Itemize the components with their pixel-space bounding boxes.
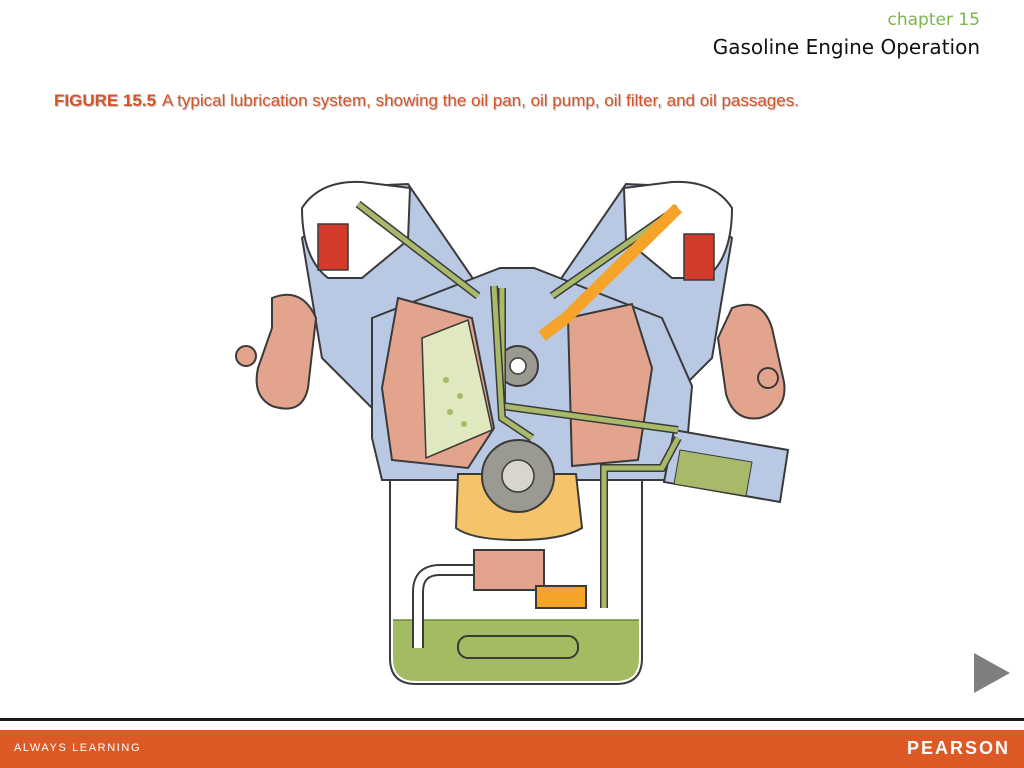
oil-filter bbox=[662, 428, 790, 504]
triangle-right-icon bbox=[974, 653, 1010, 693]
exhaust-manifolds bbox=[235, 293, 786, 420]
lubrication-system-figure bbox=[232, 168, 802, 690]
footer-bar: ALWAYS LEARNING PEARSON bbox=[0, 730, 1024, 768]
chapter-title: Gasoline Engine Operation bbox=[712, 35, 980, 59]
footer-tagline: ALWAYS LEARNING bbox=[14, 742, 142, 754]
engine-cutaway-illustration bbox=[235, 180, 790, 685]
oil-drops bbox=[443, 377, 467, 427]
brand-logo: PEARSON bbox=[906, 738, 1010, 758]
footer-divider bbox=[0, 718, 1024, 721]
next-slide-button[interactable] bbox=[972, 652, 1012, 694]
figure-caption-text: A typical lubrication system, showing th… bbox=[162, 91, 799, 110]
oil-pickup bbox=[412, 549, 587, 659]
figure-label: FIGURE 15.5 bbox=[54, 91, 157, 110]
figure-caption: FIGURE 15.5 A typical lubrication system,… bbox=[54, 91, 954, 111]
slide-header: chapter 15 Gasoline Engine Operation bbox=[713, 8, 980, 62]
oil-passages bbox=[355, 200, 683, 608]
crankcase bbox=[454, 345, 584, 542]
chapter-label: chapter 15 bbox=[887, 10, 980, 30]
valve-springs bbox=[317, 223, 715, 281]
